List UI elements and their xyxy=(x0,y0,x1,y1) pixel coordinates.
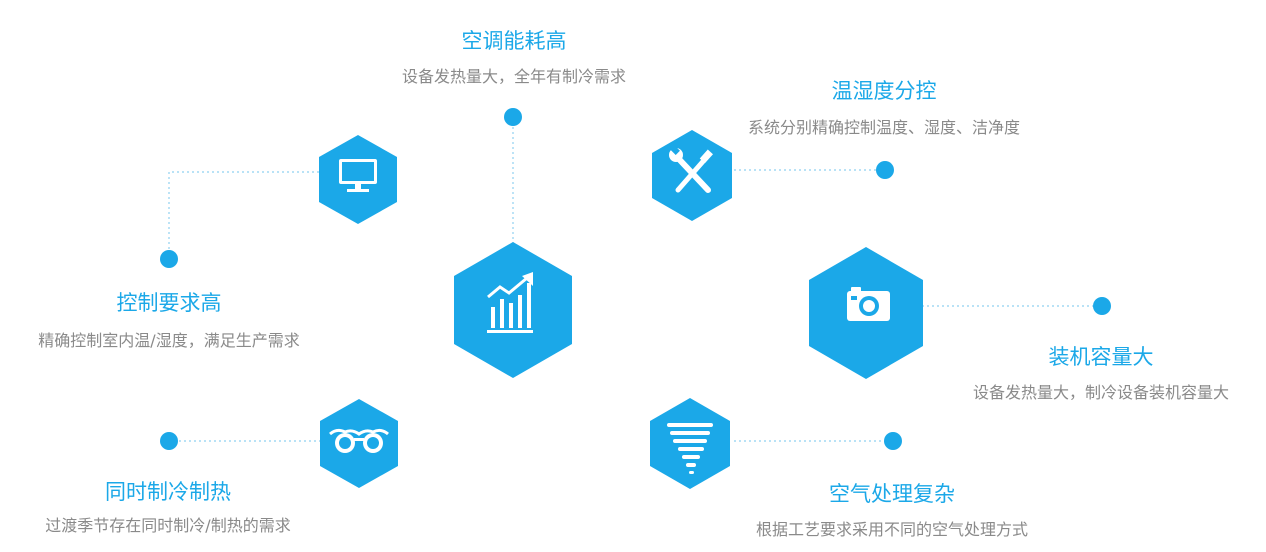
desc-humidity: 系统分别精确控制温度、湿度、洁净度 xyxy=(748,118,1020,137)
dot-energy xyxy=(504,108,522,126)
desc-air: 根据工艺要求采用不同的空气处理方式 xyxy=(756,520,1028,539)
dot-capacity xyxy=(1093,297,1111,315)
desc-control: 精确控制室内温/湿度，满足生产需求 xyxy=(38,331,299,350)
title-control: 控制要求高 xyxy=(117,291,222,315)
monitor-icon xyxy=(339,159,377,192)
dot-humidity xyxy=(876,161,894,179)
glasses-icon xyxy=(329,428,389,453)
camera-icon xyxy=(847,287,890,321)
hex-control xyxy=(319,135,397,224)
desc-energy: 设备发热量大，全年有制冷需求 xyxy=(402,67,626,86)
dot-control xyxy=(160,250,178,268)
dots xyxy=(160,108,1111,450)
hex-simultaneous xyxy=(320,399,398,488)
hex-air xyxy=(650,398,730,489)
chart-growth-icon xyxy=(487,272,533,333)
desc-simultaneous: 过渡季节存在同时制冷/制热的需求 xyxy=(45,516,290,535)
title-air: 空气处理复杂 xyxy=(829,482,955,506)
dot-air xyxy=(884,432,902,450)
dot-simultaneous xyxy=(160,432,178,450)
hex-humidity xyxy=(652,130,732,221)
connectors xyxy=(168,117,1102,442)
tornado-icon xyxy=(667,423,713,474)
hex-capacity xyxy=(809,247,923,379)
wrench-screwdriver-icon xyxy=(669,144,713,193)
desc-capacity: 设备发热量大，制冷设备装机容量大 xyxy=(973,383,1229,402)
title-energy: 空调能耗高 xyxy=(462,29,567,53)
hex-center xyxy=(454,242,572,378)
title-capacity: 装机容量大 xyxy=(1049,345,1154,369)
connector-control xyxy=(168,171,320,259)
labels: 空调能耗高 设备发热量大，全年有制冷需求 温湿度分控 系统分别精确控制温度、湿度… xyxy=(38,29,1229,539)
title-humidity: 温湿度分控 xyxy=(832,79,937,103)
title-simultaneous: 同时制冷制热 xyxy=(105,480,231,504)
